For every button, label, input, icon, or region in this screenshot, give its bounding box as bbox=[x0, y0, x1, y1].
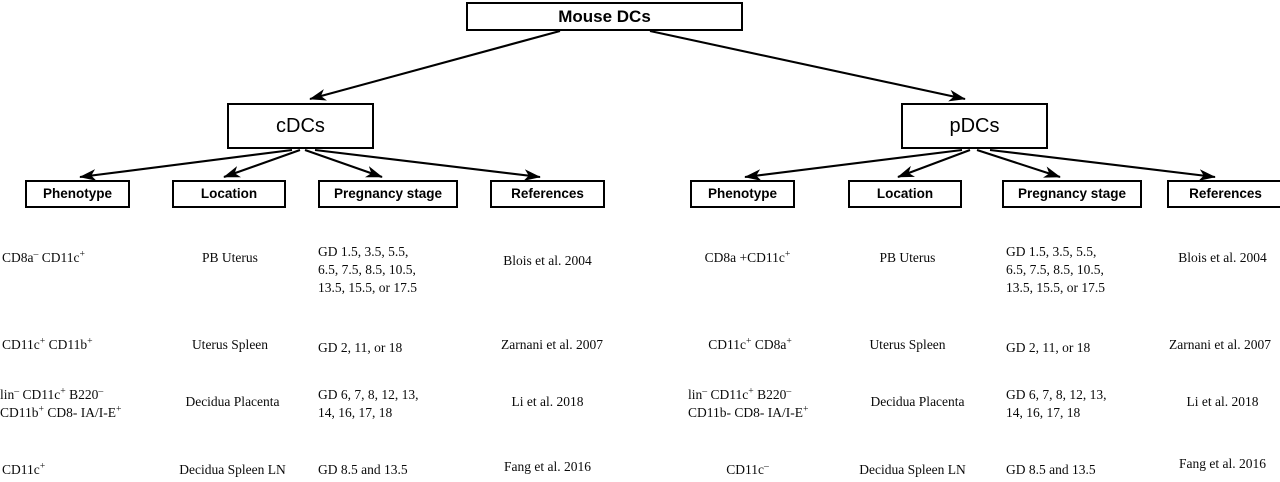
cell-pdcs-2-references: Li et al. 2018 bbox=[1186, 394, 1259, 409]
cell-pdcs-1-location: Uterus Spleen bbox=[869, 337, 946, 352]
cell-cdcs-0-pregnancy-stage: GD 1.5, 3.5, 5.5, 6.5, 7.5, 8.5, 10.5, 1… bbox=[318, 244, 417, 296]
arrow-cdcs-to-references bbox=[314, 148, 541, 181]
cell-cdcs-2-pregnancy-stage: GD 6, 7, 8, 12, 13, 14, 16, 17, 18 bbox=[318, 387, 419, 421]
node-mouse-dcs[interactable]: Mouse DCs bbox=[466, 2, 743, 31]
arrow-cdcs-to-location bbox=[223, 149, 301, 178]
cell-pdcs-0-phenotype: CD8a +CD11c+ bbox=[704, 248, 791, 265]
arrow-cdcs-to-phenotype bbox=[79, 148, 293, 181]
cell-pdcs-3-references: Fang et al. 2016 bbox=[1179, 456, 1266, 471]
column-header-cdcs-location[interactable]: Location bbox=[172, 180, 286, 208]
cell-cdcs-0-location: PB Uterus bbox=[202, 250, 258, 265]
arrow-cdcs-to-pregnancy-stage bbox=[304, 149, 383, 178]
column-header-pdcs-phenotype[interactable]: Phenotype bbox=[690, 180, 795, 208]
cell-cdcs-1-location: Uterus Spleen bbox=[191, 337, 269, 352]
column-header-cdcs-phenotype[interactable]: Phenotype bbox=[25, 180, 130, 208]
cell-pdcs-0-pregnancy-stage: GD 1.5, 3.5, 5.5, 6.5, 7.5, 8.5, 10.5, 1… bbox=[1006, 244, 1105, 296]
cell-pdcs-1-phenotype: CD11c+ CD8a+ bbox=[708, 335, 792, 352]
cell-pdcs-1-pregnancy-stage: GD 2, 11, or 18 bbox=[1006, 340, 1091, 355]
cell-pdcs-2-location: Decidua Placenta bbox=[870, 394, 965, 409]
cell-pdcs-0-location: PB Uterus bbox=[879, 250, 936, 265]
cell-pdcs-2-phenotype: lin– CD11c+ B220–CD11b- CD8- IA/I-E+ bbox=[688, 385, 809, 421]
node-pdcs[interactable]: pDCs bbox=[901, 103, 1048, 149]
column-header-pdcs-pregnancy-stage[interactable]: Pregnancy stage bbox=[1002, 180, 1142, 208]
cell-cdcs-1-phenotype: CD11c+ CD11b+ bbox=[2, 335, 93, 352]
cell-cdcs-2-references: Li et al. 2018 bbox=[511, 394, 584, 409]
arrow-pdcs-to-pregnancy-stage bbox=[976, 149, 1061, 178]
arrow-root-to-cdcs bbox=[309, 29, 561, 101]
column-header-cdcs-references[interactable]: References bbox=[490, 180, 605, 208]
cell-cdcs-1-references: Zarnani et al. 2007 bbox=[501, 337, 603, 352]
cell-pdcs-3-phenotype: CD11c– bbox=[726, 460, 769, 477]
arrow-root-to-pdcs bbox=[649, 29, 966, 102]
cell-cdcs-3-references: Fang et al. 2016 bbox=[504, 459, 591, 474]
arrow-pdcs-to-references bbox=[989, 148, 1216, 181]
cell-cdcs-2-location: Decidua Placenta bbox=[185, 394, 280, 409]
column-header-pdcs-location[interactable]: Location bbox=[848, 180, 962, 208]
cell-pdcs-3-pregnancy-stage: GD 8.5 and 13.5 bbox=[1006, 462, 1096, 477]
cell-cdcs-0-references: Blois et al. 2004 bbox=[503, 253, 592, 268]
cell-pdcs-1-references: Zarnani et al. 2007 bbox=[1169, 337, 1271, 352]
cell-pdcs-3-location: Decidua Spleen LN bbox=[859, 462, 966, 477]
cell-pdcs-2-pregnancy-stage: GD 6, 7, 8, 12, 13, 14, 16, 17, 18 bbox=[1006, 387, 1107, 421]
arrow-pdcs-to-location bbox=[897, 149, 971, 178]
node-cdcs[interactable]: cDCs bbox=[227, 103, 374, 149]
arrow-pdcs-to-phenotype bbox=[744, 148, 963, 181]
cell-cdcs-3-location: Decidua Spleen LN bbox=[179, 462, 286, 477]
column-header-pdcs-references[interactable]: References bbox=[1167, 180, 1280, 208]
column-header-cdcs-pregnancy-stage[interactable]: Pregnancy stage bbox=[318, 180, 458, 208]
cell-cdcs-0-phenotype: CD8a– CD11c+ bbox=[2, 248, 85, 265]
cell-pdcs-0-references: Blois et al. 2004 bbox=[1178, 250, 1267, 265]
cell-cdcs-1-pregnancy-stage: GD 2, 11, or 18 bbox=[318, 340, 403, 355]
cell-cdcs-3-pregnancy-stage: GD 8.5 and 13.5 bbox=[318, 462, 408, 477]
cell-cdcs-3-phenotype: CD11c+ bbox=[2, 460, 46, 477]
cell-cdcs-2-phenotype: lin– CD11c+ B220–CD11b+ CD8- IA/I-E+ bbox=[0, 385, 122, 421]
